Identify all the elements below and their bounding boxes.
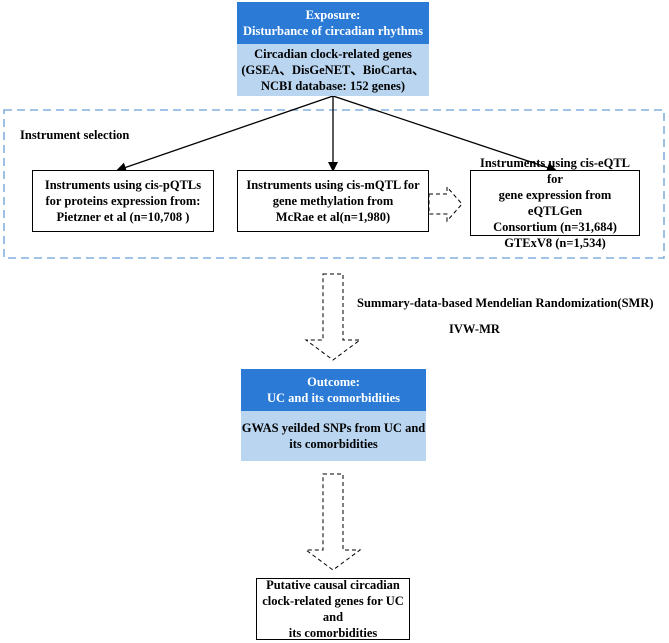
instrument-selection-region bbox=[3, 109, 665, 259]
dashed-arrow-to-outcome bbox=[304, 273, 362, 361]
dashed-arrow-to-result bbox=[304, 473, 362, 571]
arrow-to-pqtl bbox=[116, 95, 334, 173]
exposure-genes-box: Circadian clock-related genes (GSEA、DisG… bbox=[237, 44, 429, 96]
mqtl-box: Instruments using cis-mQTL for gene meth… bbox=[237, 170, 429, 232]
exposure-title-box: Exposure: Disturbance of circadian rhyth… bbox=[237, 2, 429, 44]
ivw-method-label: IVW-MR bbox=[449, 322, 500, 336]
smr-method-label: Summary-data-based Mendelian Randomizati… bbox=[357, 296, 654, 310]
outcome-title-box: Outcome: UC and its comorbidities bbox=[241, 369, 426, 411]
result-box: Putative causal circadian clock-related … bbox=[256, 578, 410, 640]
arrow-to-eqtl bbox=[332, 95, 557, 173]
outcome-gwas-box: GWAS yeilded SNPs from UC and its comorb… bbox=[241, 411, 426, 461]
instrument-selection-label: Instrument selection bbox=[20, 128, 130, 142]
pqtl-box: Instruments using cis-pQTLs for proteins… bbox=[32, 170, 214, 232]
eqtl-box: Instruments using cis-eQTL for gene expr… bbox=[470, 156, 640, 250]
dashed-arrow-mqtl-to-eqtl bbox=[428, 185, 463, 223]
